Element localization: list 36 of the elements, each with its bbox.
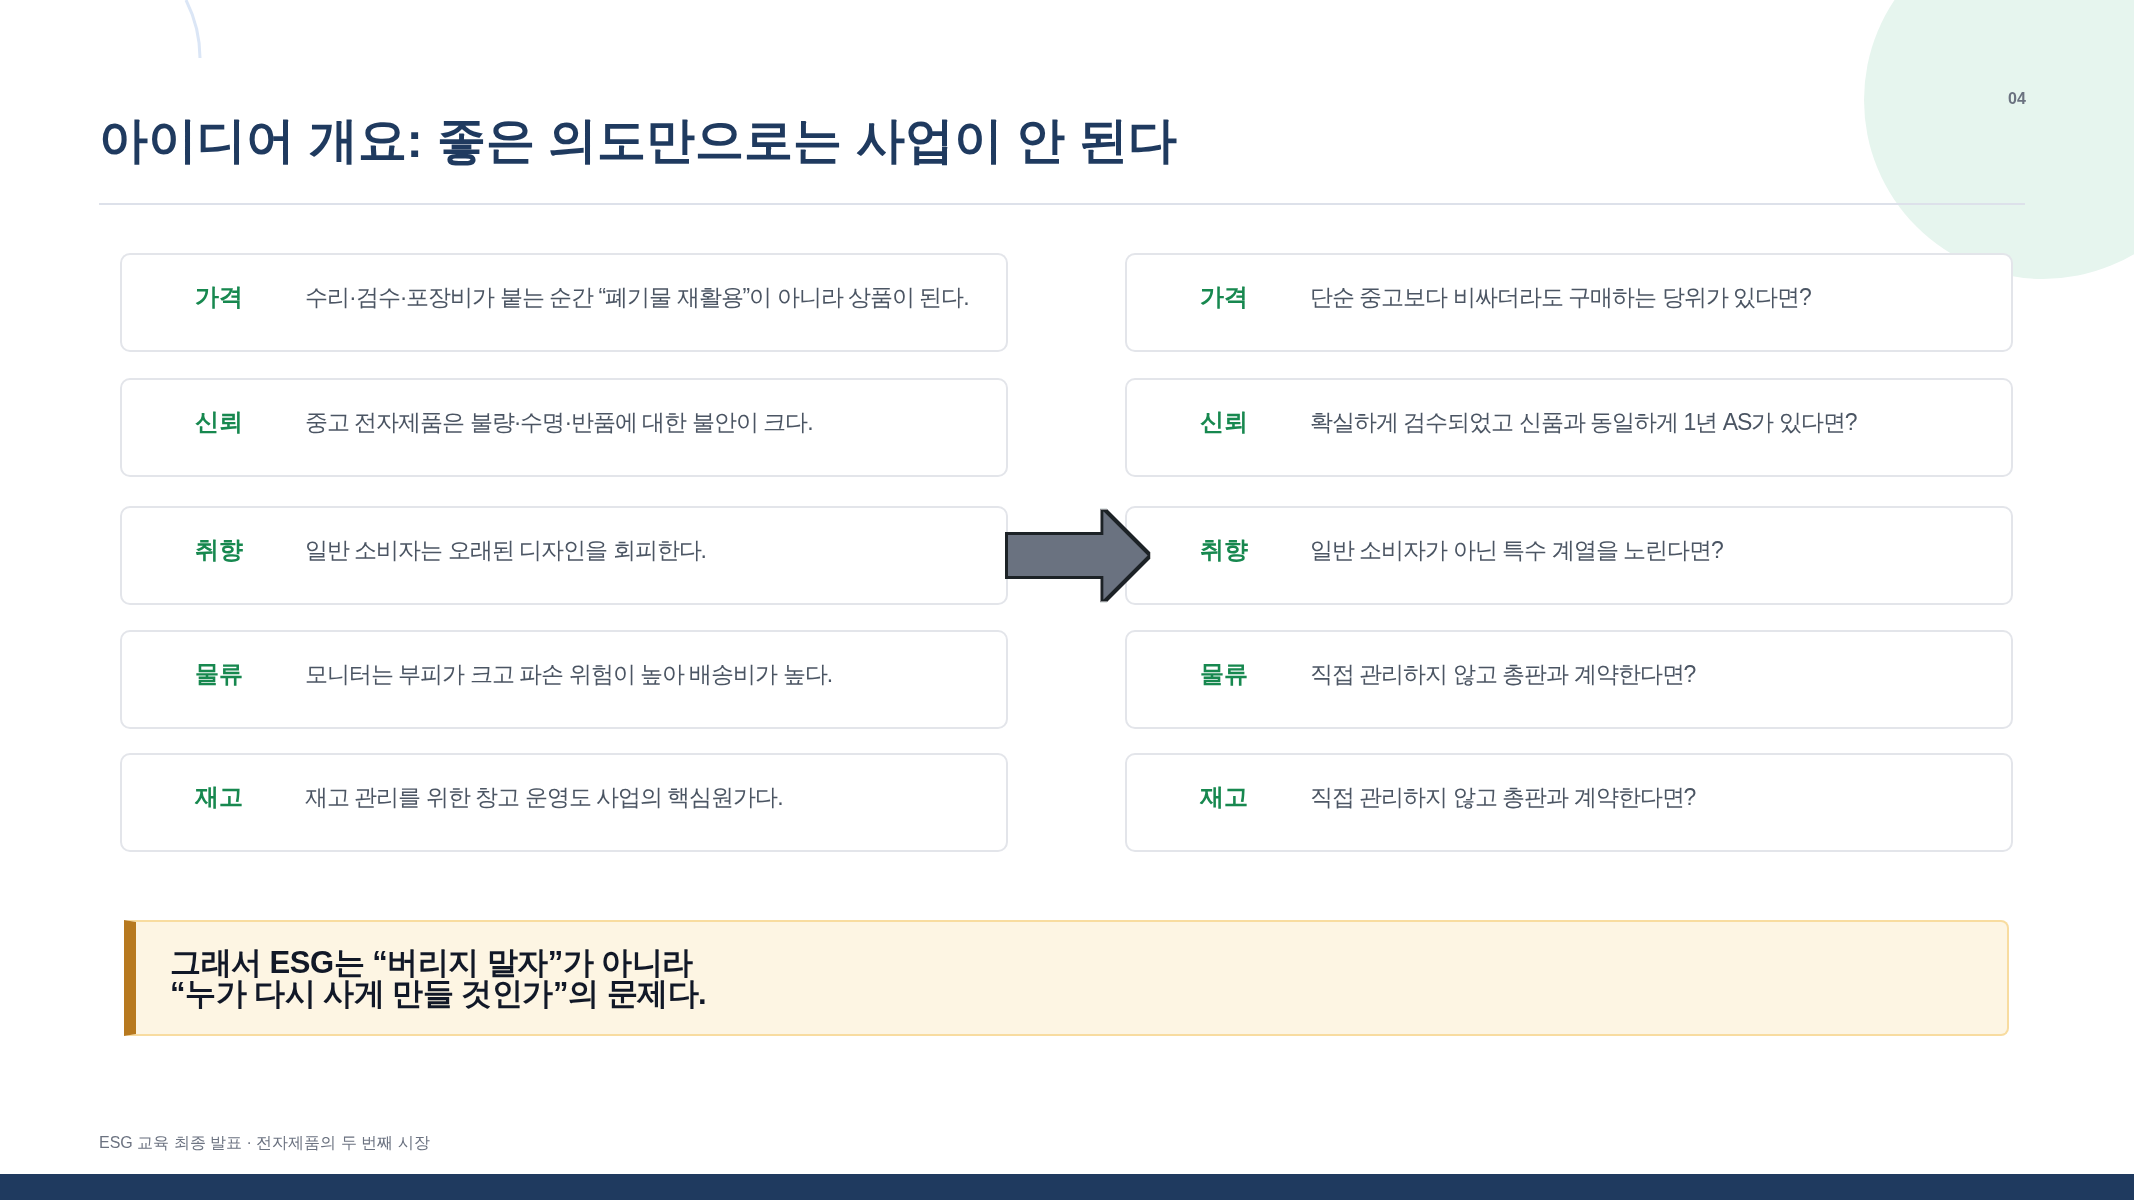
- category-label: 가격: [1200, 282, 1247, 312]
- question-text: 직접 관리하지 않고 총판과 계약한다면?: [1310, 660, 1696, 689]
- category-label: 취향: [195, 535, 242, 565]
- problem-card: [120, 753, 1008, 852]
- category-label: 신뢰: [1200, 407, 1247, 437]
- question-card: [1125, 378, 2013, 477]
- problem-card: [120, 253, 1008, 352]
- block-arrow: [1008, 511, 1148, 600]
- question-text: 확실하게 검수되었고 신품과 동일하게 1년 AS가 있다면?: [1310, 408, 1857, 437]
- statement-text: 수리·검수·포장비가 붙는 순간 “폐기물 재활용”이 아니라 상품이 된다.: [305, 283, 969, 312]
- category-label: 재고: [195, 782, 242, 812]
- page-number: 04: [2008, 90, 2026, 108]
- statement-text: 일반 소비자는 오래된 디자인을 회피한다.: [305, 536, 706, 565]
- question-text: 직접 관리하지 않고 총판과 계약한다면?: [1310, 783, 1696, 812]
- question-card: [1125, 630, 2013, 729]
- question-card: [1125, 753, 2013, 852]
- problem-card: [120, 506, 1008, 605]
- statement-text: 모니터는 부피가 크고 파손 위험이 높아 배송비가 높다.: [305, 660, 833, 689]
- callout-panel: [124, 920, 2009, 1036]
- problem-card: [120, 378, 1008, 477]
- question-text: 단순 중고보다 비싸더라도 구매하는 당위가 있다면?: [1310, 283, 1811, 312]
- question-card: [1125, 253, 2013, 352]
- question-text: 일반 소비자가 아닌 특수 계열을 노린다면?: [1310, 536, 1723, 565]
- category-label: 물류: [1200, 659, 1247, 689]
- category-label: 물류: [195, 659, 242, 689]
- footer-text: ESG 교육 최종 발표 · 전자제품의 두 번째 시장: [99, 1133, 430, 1153]
- question-card: [1125, 506, 2013, 605]
- statement-text: 중고 전자제품은 불량·수명·반품에 대한 불안이 크다.: [305, 408, 813, 437]
- category-label: 가격: [195, 282, 242, 312]
- category-label: 신뢰: [195, 407, 242, 437]
- statement-text: 재고 관리를 위한 창고 운영도 사업의 핵심원가다.: [305, 783, 783, 812]
- category-label: 재고: [1200, 782, 1247, 812]
- category-label: 취향: [1200, 535, 1247, 565]
- callout-text: 그래서 ESG는 “버리지 말자”가 아니라 “누가 다시 사게 만들 것인가”의 문제다.: [170, 947, 708, 1009]
- problem-card: [120, 630, 1008, 729]
- slide-title: 아이디어 개요: 좋은 의도만으로는 사업이 안 된다: [99, 112, 1177, 169]
